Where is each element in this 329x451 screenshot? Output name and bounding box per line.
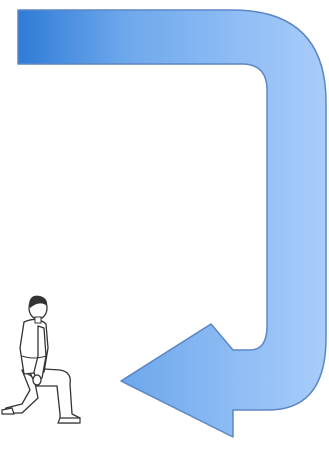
- lunge-exercise-figure-icon: [0, 286, 92, 430]
- hand: [33, 375, 41, 385]
- back-shoe: [2, 408, 14, 414]
- front-shoe: [58, 418, 80, 423]
- neck: [35, 317, 41, 323]
